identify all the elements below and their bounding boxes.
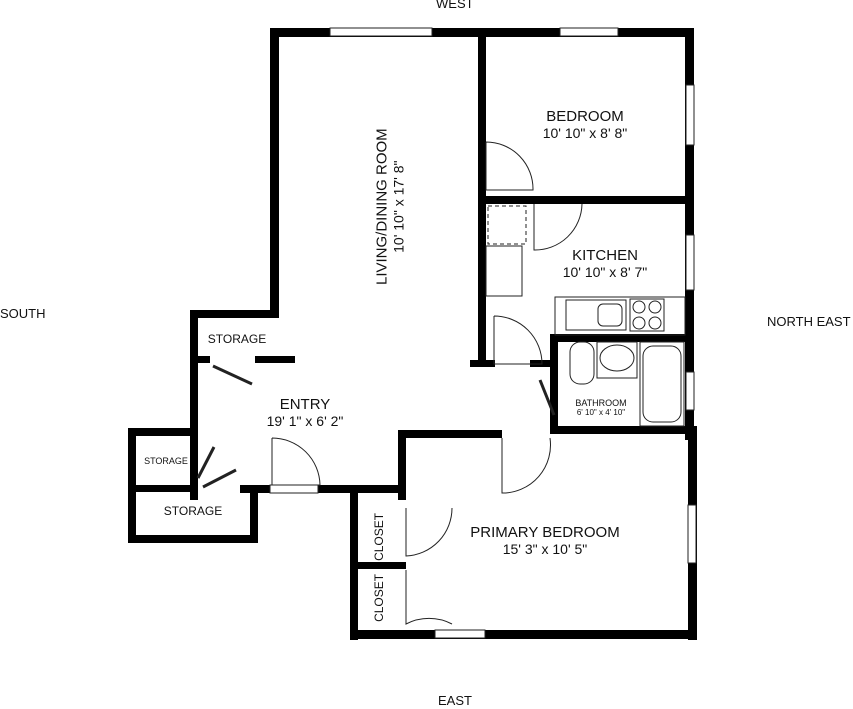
door-swings	[271, 141, 583, 625]
room-dimensions: 6' 10" x 4' 10"	[576, 408, 626, 418]
room-name: LIVING/DINING ROOM	[373, 128, 391, 286]
room-dimensions: 10' 10" x 8' 8"	[542, 125, 628, 142]
room-storage-top: STORAGE	[207, 332, 267, 346]
room-living-dining: LIVING/DINING ROOM 10' 10" x 17' 8"	[373, 117, 406, 297]
compass-south: SOUTH	[0, 306, 46, 321]
room-name: ENTRY	[279, 396, 331, 413]
room-dimensions: 10' 10" x 8' 7"	[562, 264, 648, 281]
room-name: KITCHEN	[572, 247, 638, 264]
room-dimensions: 15' 3" x 10' 5"	[502, 541, 588, 558]
room-kitchen: KITCHEN 10' 10" x 8' 7"	[540, 247, 670, 280]
room-storage-middle: STORAGE	[144, 456, 188, 466]
room-dimensions: 10' 10" x 17' 8"	[390, 160, 407, 253]
room-name: PRIMARY BEDROOM	[470, 524, 620, 541]
room-primary-bedroom: PRIMARY BEDROOM 15' 3" x 10' 5"	[450, 524, 640, 557]
room-bedroom: BEDROOM 10' 10" x 8' 8"	[520, 108, 650, 141]
fixtures	[485, 205, 686, 427]
room-name: BATHROOM	[575, 398, 627, 408]
room-entry: ENTRY 19' 1" x 6' 2"	[245, 396, 365, 429]
door-leaves	[196, 364, 556, 489]
compass-north-east: NORTH EAST	[767, 314, 851, 329]
room-storage-bottom: STORAGE	[163, 504, 223, 518]
compass-west: WEST	[436, 0, 474, 11]
windows	[269, 27, 697, 639]
room-dimensions: 19' 1" x 6' 2"	[266, 413, 344, 430]
room-closet-top: CLOSET	[372, 512, 387, 561]
room-closet-bottom: CLOSET	[372, 573, 387, 622]
compass-east: EAST	[438, 693, 472, 708]
room-name: BEDROOM	[546, 108, 624, 125]
room-bathroom: BATHROOM 6' 10" x 4' 10"	[566, 398, 636, 418]
